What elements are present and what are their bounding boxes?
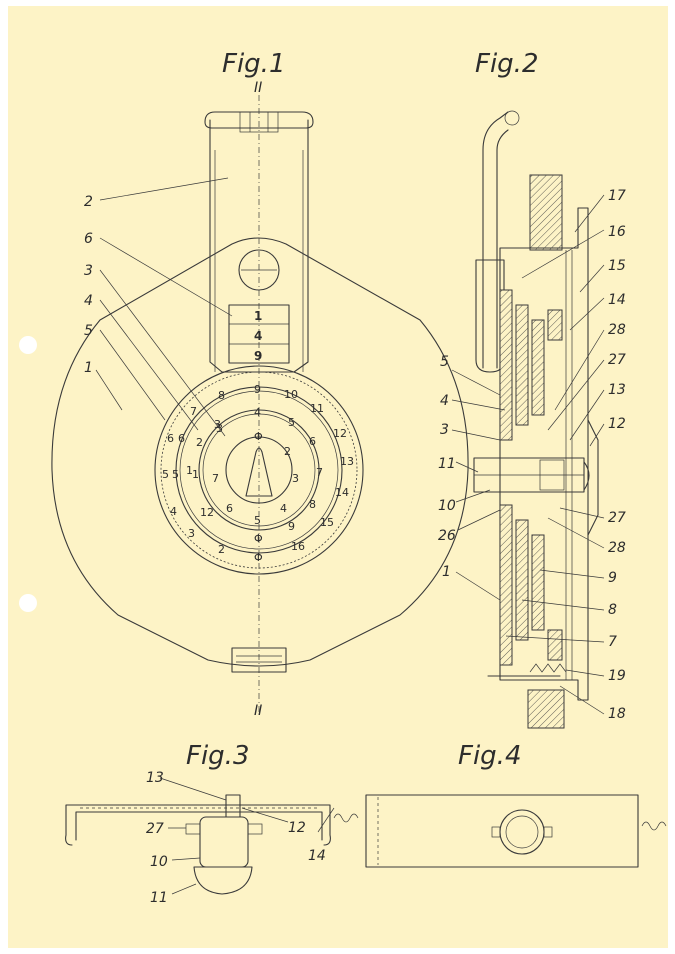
svg-text:12: 12 bbox=[608, 416, 626, 432]
svg-text:6: 6 bbox=[226, 502, 233, 515]
svg-text:Φ: Φ bbox=[254, 430, 263, 443]
svg-text:Φ: Φ bbox=[254, 532, 263, 545]
svg-text:4: 4 bbox=[280, 502, 287, 515]
svg-text:15: 15 bbox=[608, 258, 626, 274]
svg-text:1: 1 bbox=[442, 564, 451, 580]
svg-text:5: 5 bbox=[172, 468, 179, 481]
svg-text:26: 26 bbox=[438, 528, 456, 544]
fig1-ref-1: 1 bbox=[84, 360, 93, 376]
fig1-ref-5: 5 bbox=[84, 323, 93, 339]
fig1-ref-6: 6 bbox=[84, 231, 93, 247]
svg-text:9: 9 bbox=[288, 520, 295, 533]
svg-text:2: 2 bbox=[196, 436, 203, 449]
svg-text:11: 11 bbox=[438, 456, 456, 472]
svg-text:16: 16 bbox=[291, 540, 305, 553]
svg-text:10: 10 bbox=[438, 498, 456, 514]
svg-text:6: 6 bbox=[309, 435, 316, 448]
fig4-title: Fig.4 bbox=[458, 741, 522, 771]
svg-text:19: 19 bbox=[608, 668, 626, 684]
svg-text:3: 3 bbox=[292, 472, 299, 485]
outer-ring-numbers: 9 10 11 12 13 14 15 16 Φ 2 3 4 5 6 7 8 bbox=[162, 383, 354, 564]
fig3-ref-27: 27 bbox=[146, 821, 164, 837]
svg-text:13: 13 bbox=[340, 455, 354, 468]
svg-text:9: 9 bbox=[608, 570, 617, 586]
svg-text:3: 3 bbox=[188, 527, 195, 540]
fig2-refs-right: 17 16 15 14 28 27 13 12 27 28 9 8 7 bbox=[505, 188, 626, 722]
window-digit-1: 1 bbox=[254, 309, 262, 323]
svg-text:9: 9 bbox=[254, 383, 261, 396]
svg-text:14: 14 bbox=[335, 486, 349, 499]
svg-text:13: 13 bbox=[608, 382, 626, 398]
svg-text:14: 14 bbox=[608, 292, 626, 308]
fig3-ref-10: 10 bbox=[150, 854, 168, 870]
svg-text:7: 7 bbox=[316, 466, 323, 479]
fig1-ref-3: 3 bbox=[84, 263, 93, 279]
fig2-title: Fig.2 bbox=[475, 49, 539, 79]
svg-text:11: 11 bbox=[310, 402, 324, 415]
svg-text:4: 4 bbox=[170, 505, 177, 518]
svg-text:12: 12 bbox=[333, 427, 347, 440]
svg-text:28: 28 bbox=[608, 322, 626, 338]
fig1-ref-4: 4 bbox=[84, 293, 93, 309]
svg-text:5: 5 bbox=[254, 514, 261, 527]
svg-text:2: 2 bbox=[218, 543, 225, 556]
fig1-title: Fig.1 bbox=[222, 49, 286, 79]
svg-text:15: 15 bbox=[320, 516, 334, 529]
punch-hole-bottom bbox=[19, 594, 37, 612]
svg-text:12: 12 bbox=[200, 506, 214, 519]
figure-4: Fig.4 bbox=[365, 741, 667, 868]
svg-text:8: 8 bbox=[218, 389, 225, 402]
fig3-ref-12: 12 bbox=[288, 820, 306, 836]
svg-text:4: 4 bbox=[440, 393, 449, 409]
svg-text:7: 7 bbox=[190, 405, 197, 418]
window-digit-2: 4 bbox=[254, 329, 262, 343]
inner-ring-numbers: Φ 2 3 4 5 6 7 bbox=[212, 430, 299, 527]
svg-text:7: 7 bbox=[608, 634, 617, 650]
svg-text:Φ: Φ bbox=[254, 551, 263, 564]
svg-text:16: 16 bbox=[608, 224, 626, 240]
svg-text:17: 17 bbox=[608, 188, 626, 204]
middle-ring-numbers: 4 5 6 7 8 9 Φ 1 2 3 bbox=[186, 406, 323, 545]
window-digit-3: 9 bbox=[254, 349, 262, 363]
fig3-title: Fig.3 bbox=[186, 741, 250, 771]
section-mark-top: II bbox=[254, 80, 262, 96]
fig1-ref-2: 2 bbox=[84, 194, 93, 210]
svg-text:1: 1 bbox=[186, 464, 193, 477]
svg-text:3: 3 bbox=[440, 422, 449, 438]
figure-1: Fig.1 II II 1 4 9 bbox=[51, 49, 469, 719]
svg-text:5: 5 bbox=[288, 416, 295, 429]
punch-hole-top bbox=[19, 336, 37, 354]
figure-3: Fig.3 13 12 14 27 10 11 bbox=[65, 741, 359, 906]
fig2-refs-left: 5 4 3 11 10 26 1 bbox=[438, 354, 506, 601]
svg-text:5: 5 bbox=[162, 468, 169, 481]
svg-text:2: 2 bbox=[284, 445, 291, 458]
svg-text:18: 18 bbox=[608, 706, 626, 722]
svg-text:3: 3 bbox=[214, 418, 221, 431]
fig3-ref-13: 13 bbox=[146, 770, 164, 786]
figure-2: Fig.2 17 bbox=[438, 49, 626, 729]
svg-text:5: 5 bbox=[440, 354, 449, 370]
svg-text:7: 7 bbox=[212, 472, 219, 485]
svg-text:8: 8 bbox=[608, 602, 617, 618]
svg-text:10: 10 bbox=[284, 388, 298, 401]
svg-text:6: 6 bbox=[178, 432, 185, 445]
svg-text:6: 6 bbox=[167, 432, 174, 445]
fig3-ref-11: 11 bbox=[150, 890, 168, 906]
svg-text:4: 4 bbox=[254, 406, 261, 419]
section-mark-bottom: II bbox=[254, 703, 262, 719]
svg-text:27: 27 bbox=[608, 352, 626, 368]
svg-text:28: 28 bbox=[608, 540, 626, 556]
svg-text:27: 27 bbox=[608, 510, 626, 526]
fig3-ref-14: 14 bbox=[308, 848, 326, 864]
svg-text:8: 8 bbox=[309, 498, 316, 511]
svg-text:1: 1 bbox=[192, 468, 199, 481]
